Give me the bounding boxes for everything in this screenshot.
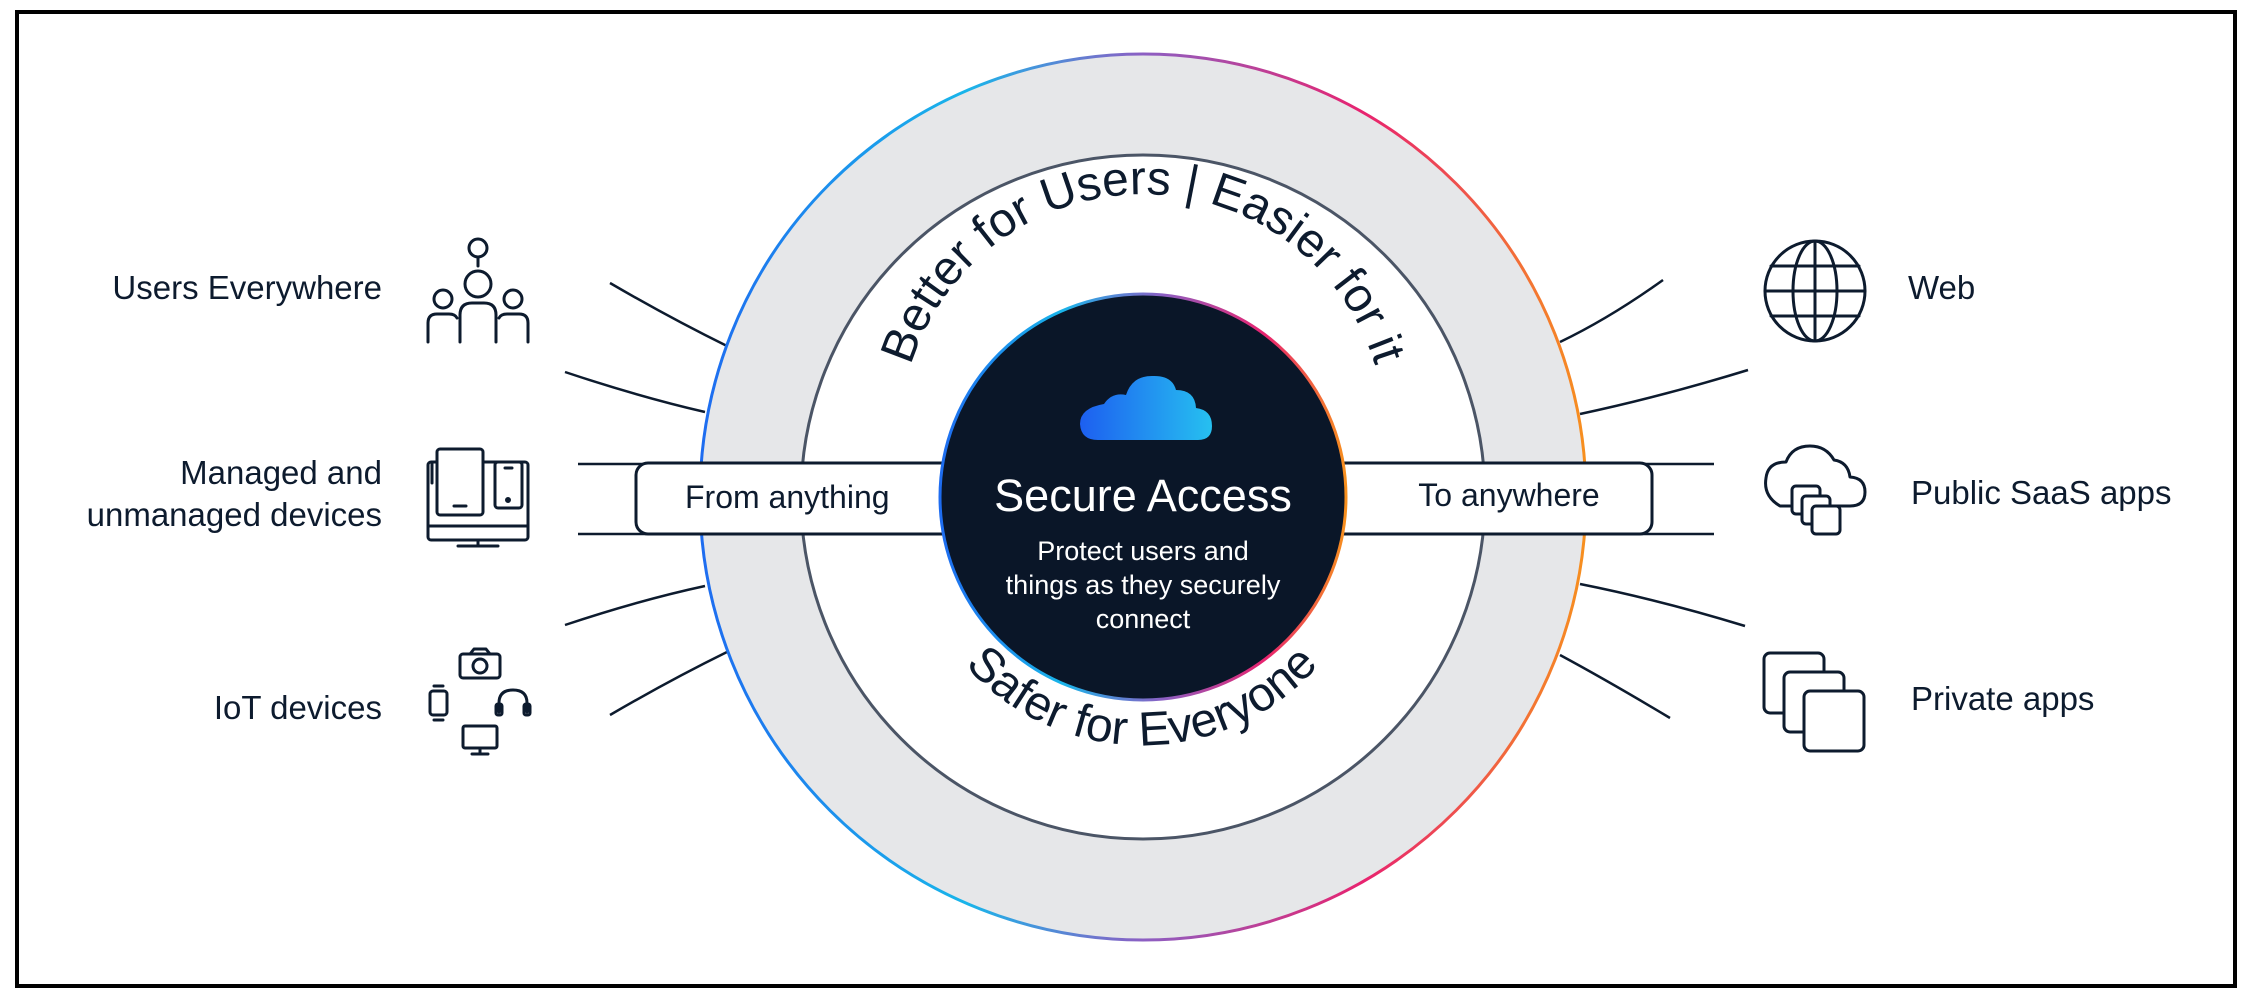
globe-icon bbox=[1763, 239, 1867, 343]
iot-devices-icon bbox=[428, 647, 532, 756]
left-item-devices-label-line-2: unmanaged devices bbox=[87, 496, 382, 533]
right-item-web-label: Web bbox=[1908, 269, 1975, 306]
left-item-devices-label-line-1: Managed and bbox=[180, 454, 382, 491]
left-item-users-label: Users Everywhere bbox=[112, 269, 382, 306]
cloud-apps-icon bbox=[1764, 444, 1867, 536]
right-pill: To anywhere bbox=[1318, 461, 1654, 536]
right-pill-label: To anywhere bbox=[1418, 477, 1599, 513]
hub-subtitle-line-1: Protect users and bbox=[1037, 536, 1249, 566]
left-pill-label: From anything bbox=[685, 479, 890, 515]
devices-icon bbox=[426, 447, 530, 548]
hub-circle bbox=[938, 292, 1348, 702]
users-icon bbox=[426, 237, 530, 344]
left-item-iot-label: IoT devices bbox=[214, 689, 382, 726]
cloud-icon bbox=[1080, 375, 1212, 440]
left-pill: From anything bbox=[634, 461, 968, 536]
right-item-saas-label: Public SaaS apps bbox=[1911, 474, 2172, 511]
hub-title: Secure Access bbox=[994, 470, 1292, 521]
stacked-windows-icon bbox=[1762, 651, 1866, 753]
hub-subtitle-line-2: things as they securely bbox=[1006, 570, 1281, 600]
left-spokes bbox=[564, 281, 728, 717]
hub-subtitle-line-3: connect bbox=[1096, 604, 1191, 634]
right-item-private-label: Private apps bbox=[1911, 680, 2094, 717]
